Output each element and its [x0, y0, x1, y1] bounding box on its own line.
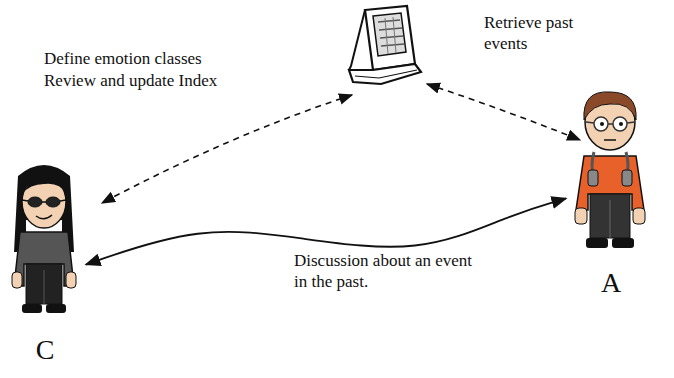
edge-label: Discussion about an event in the past.	[292, 250, 474, 292]
annotation-text: Review and update Index	[44, 70, 284, 91]
annotation-text: Retrieve past events	[484, 12, 594, 54]
person-node: C	[4, 160, 86, 365]
dashed-link	[102, 95, 352, 203]
person-c-figure	[12, 165, 76, 313]
person-node: A	[566, 86, 656, 298]
annotation-text: Define emotion classes	[44, 48, 284, 69]
pda-device	[349, 6, 421, 84]
person-label: A	[566, 268, 656, 298]
person-label: C	[4, 335, 86, 365]
dashed-link	[427, 84, 580, 140]
person-a-figure	[575, 92, 645, 248]
